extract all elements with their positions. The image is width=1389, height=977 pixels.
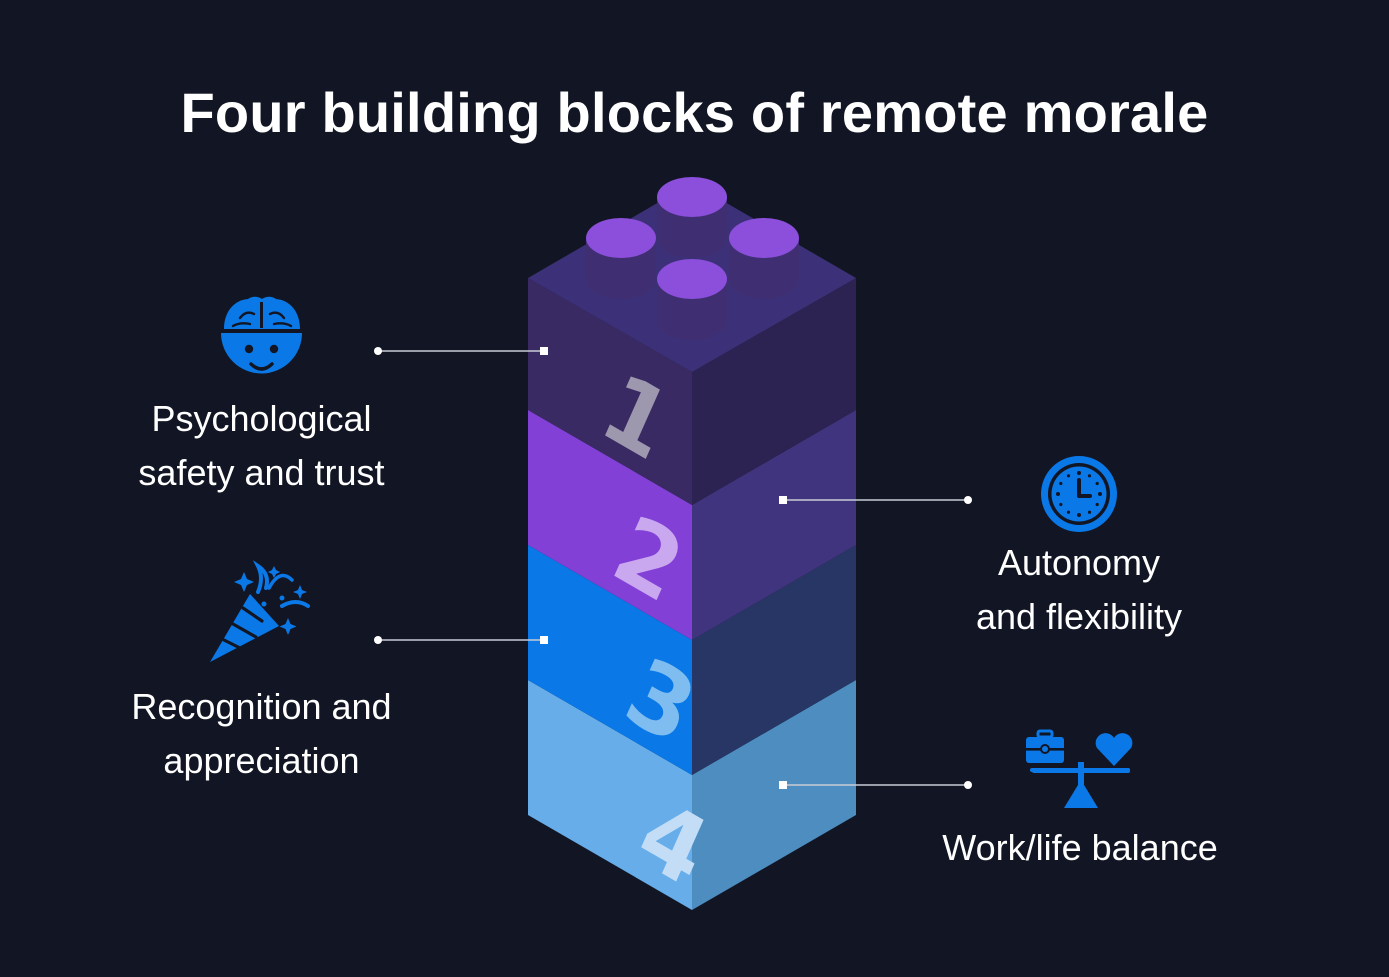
connector-block-1 [374,347,548,355]
label-block-2-line-1: Autonomy [997,542,1161,583]
connector-block-3 [374,636,548,644]
label-block-1: Psychological safety and trust [100,392,423,500]
block-4-front-face [528,680,692,910]
block-3: 3 [528,545,856,775]
block-2: 2 [528,410,856,640]
block-studs [586,177,799,340]
label-block-3-line-2: appreciation [163,740,360,781]
page-title: Four building blocks of remote morale [180,81,1209,144]
label-block-1-line-2: safety and trust [138,452,385,493]
label-block-4: Work/life balance [905,821,1255,875]
party-popper-icon [210,560,310,662]
label-block-4-line-1: Work/life balance [942,827,1218,868]
block-4: 4 [528,680,856,910]
block-2-side-face [692,410,856,640]
label-block-1-line-1: Psychological [151,398,372,439]
stud-front [657,259,727,340]
block-1-front-face [528,278,692,505]
connector-block-2 [779,496,972,504]
block-4-side-face [692,680,856,910]
clock-icon [1041,456,1117,532]
block-2-front-face [528,410,692,640]
label-block-3: Recognition and appreciation [100,680,423,788]
stud-right [729,218,799,299]
block-1-side-face [692,278,856,505]
label-block-2-line-2: and flexibility [975,596,1183,637]
briefcase-heart-balance-icon [1026,729,1133,808]
stud-back [657,177,727,258]
block-3-side-face [692,545,856,775]
stud-left [586,218,656,299]
connector-block-4 [779,781,972,789]
block-3-front-face [528,545,692,775]
label-block-3-line-1: Recognition and [131,686,392,727]
brain-head-icon [221,296,302,374]
label-block-2: Autonomy and flexibility [925,536,1233,644]
